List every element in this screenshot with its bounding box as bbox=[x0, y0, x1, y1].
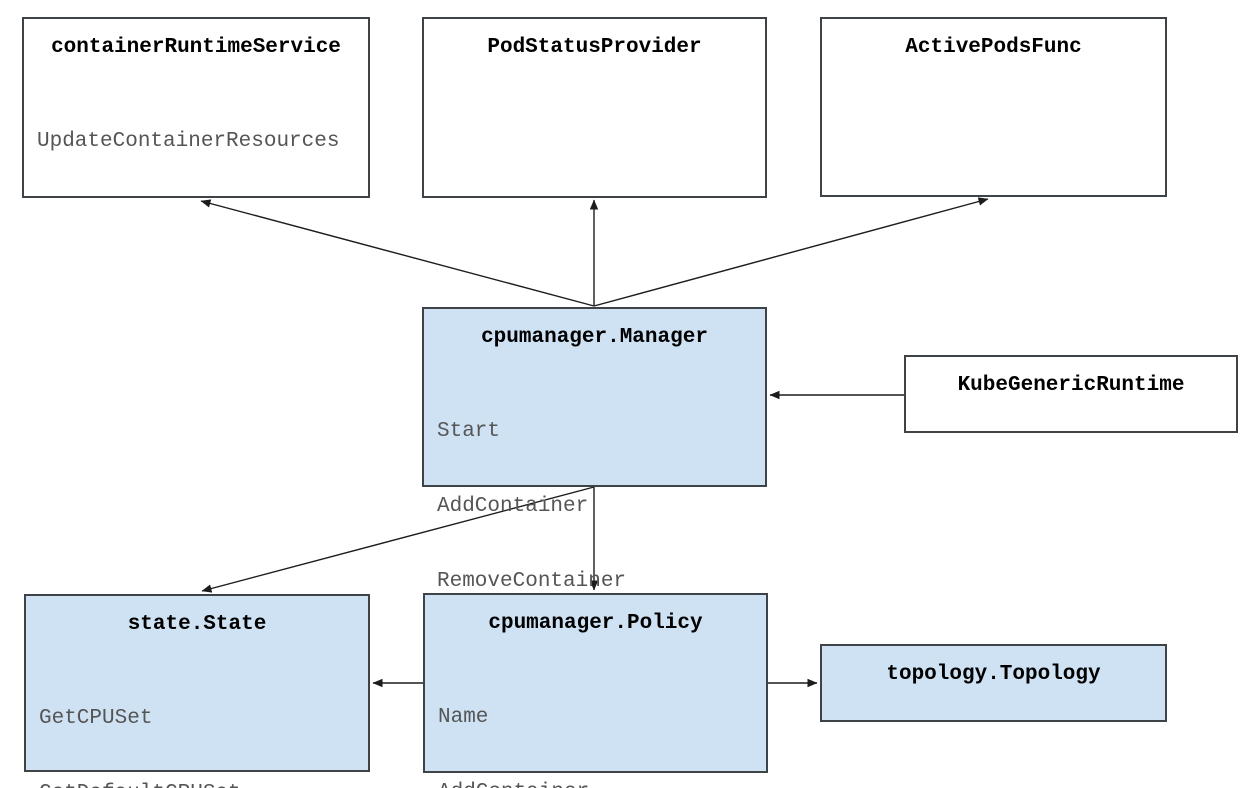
method-item: AddContainer bbox=[437, 495, 589, 518]
node-container-runtime-service: containerRuntimeService UpdateContainerR… bbox=[22, 17, 370, 198]
method-item: RemoveContainer bbox=[437, 570, 627, 593]
node-topology-topology: topology.Topology bbox=[820, 644, 1167, 722]
node-state-state: state.State GetCPUSet GetDefaultCPUSet S… bbox=[24, 594, 370, 788]
node-container-runtime-service-title: containerRuntimeService bbox=[51, 36, 341, 59]
method-item: UpdateContainerResources bbox=[37, 130, 340, 153]
node-kube-generic-runtime-title: KubeGenericRuntime bbox=[957, 374, 1185, 397]
method-item: Start bbox=[437, 420, 501, 443]
node-pod-status-provider-title: PodStatusProvider bbox=[487, 36, 702, 59]
edge-manager-to-state bbox=[201, 486, 595, 593]
node-cpumanager-policy: cpumanager.Policy Name AddContainer Remo… bbox=[423, 593, 768, 788]
node-state-state-title: state.State bbox=[127, 613, 267, 636]
node-kube-generic-runtime: KubeGenericRuntime bbox=[904, 355, 1238, 433]
node-topology-topology-title: topology.Topology bbox=[886, 663, 1101, 686]
node-cpumanager-manager-title: cpumanager.Manager bbox=[481, 326, 708, 349]
node-active-pods-func-title: ActivePodsFunc bbox=[905, 36, 1082, 59]
method-item: Name bbox=[438, 706, 489, 729]
node-container-runtime-service-methods: UpdateContainerResources bbox=[24, 79, 368, 204]
node-cpumanager-policy-methods: Name AddContainer RemoveContainer bbox=[425, 655, 766, 788]
edge-manager-to-active-pods-func bbox=[593, 197, 989, 307]
method-item: GetDefaultCPUSet bbox=[39, 781, 368, 788]
method-item: AddContainer bbox=[438, 780, 766, 788]
node-pod-status-provider: PodStatusProvider bbox=[422, 17, 767, 198]
edge-manager-to-container-runtime-service bbox=[200, 199, 595, 307]
node-cpumanager-policy-title: cpumanager.Policy bbox=[488, 612, 703, 635]
node-active-pods-func: ActivePodsFunc bbox=[820, 17, 1167, 197]
node-cpumanager-manager: cpumanager.Manager Start AddContainer Re… bbox=[422, 307, 767, 668]
method-item: GetCPUSet bbox=[39, 707, 153, 730]
node-state-state-methods: GetCPUSet GetDefaultCPUSet SetCPUSet Set… bbox=[26, 656, 368, 788]
